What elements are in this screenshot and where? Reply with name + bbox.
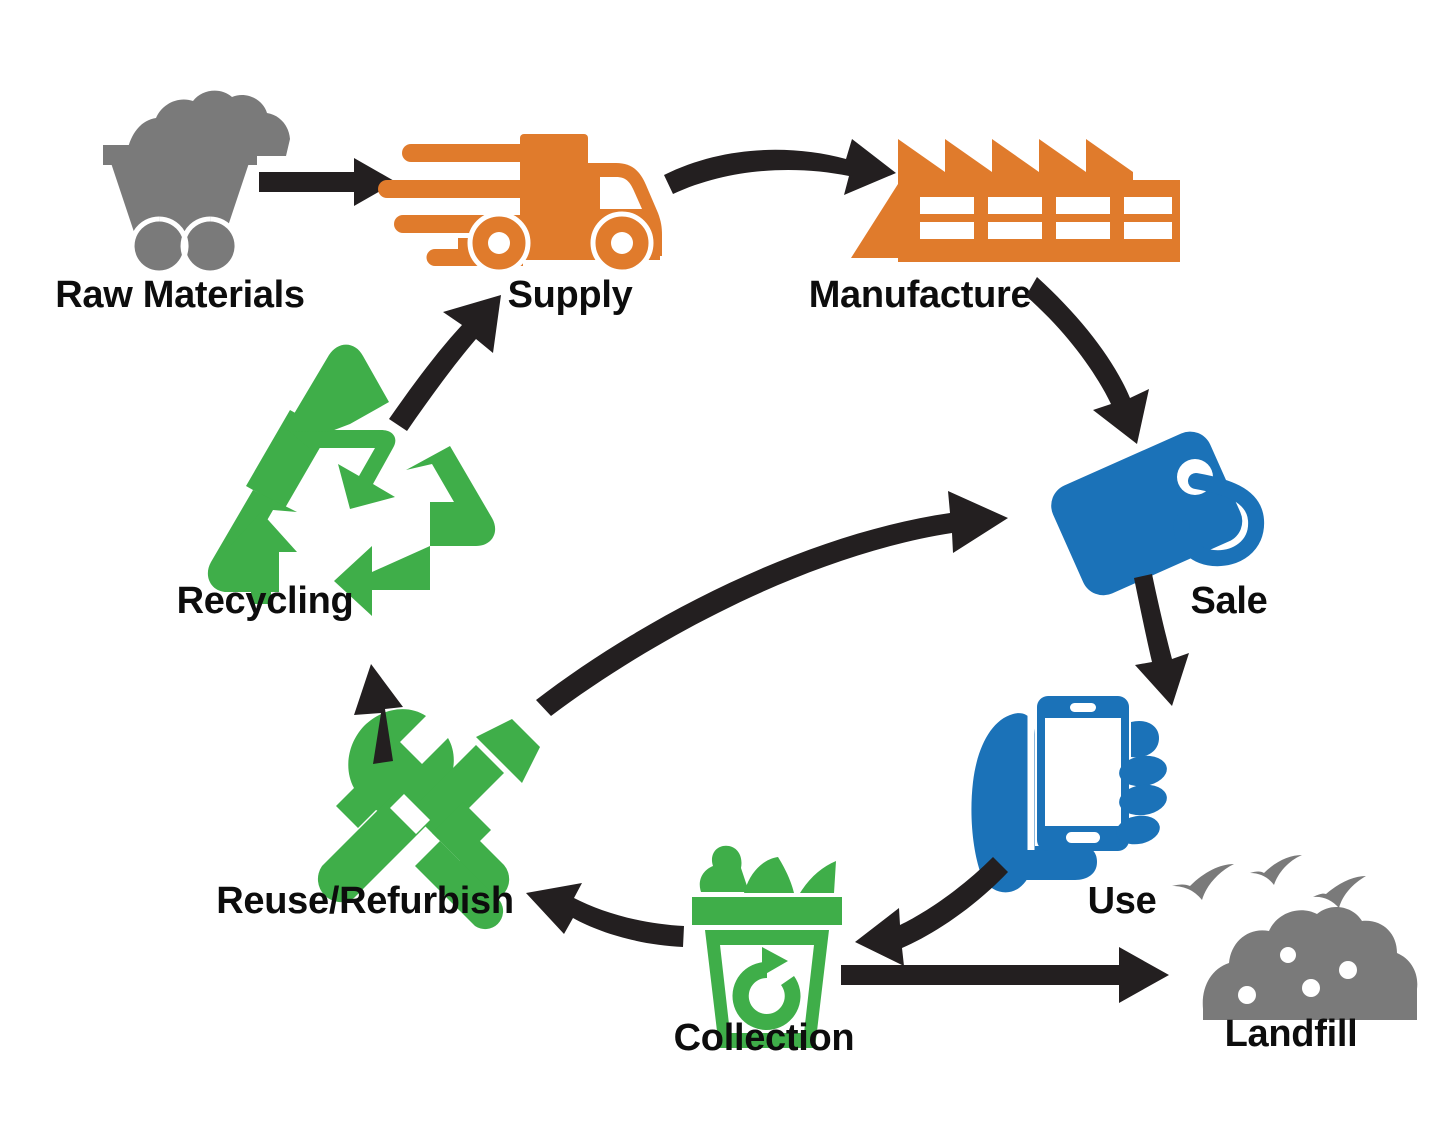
arrow-reuse-to-sale <box>536 491 1008 716</box>
node-use[interactable]: Use <box>971 696 1168 922</box>
node-landfill[interactable]: Landfill <box>1172 855 1418 1055</box>
node-label-collection: Collection <box>674 1017 855 1059</box>
price-tag-icon <box>1051 431 1265 596</box>
arrow-reuse-to-recycling <box>354 664 403 764</box>
arrow-collection-to-reuse <box>526 883 684 947</box>
delivery-truck-icon <box>378 134 662 275</box>
wrench-screwdriver-icon <box>317 709 540 930</box>
recycling-bin-icon <box>692 845 842 1048</box>
node-reuse-refurbish[interactable]: Reuse/Refurbish <box>216 709 540 930</box>
node-label-reuse-refurbish: Reuse/Refurbish <box>216 880 513 922</box>
arrow-raw-to-supply <box>259 158 396 206</box>
arrow-collection-to-landfill <box>841 947 1169 1003</box>
hand-holding-phone-icon <box>971 696 1167 893</box>
mining-cart-icon <box>103 90 290 276</box>
node-collection[interactable]: Collection <box>674 845 855 1059</box>
node-label-landfill: Landfill <box>1225 1013 1358 1055</box>
node-label-recycling: Recycling <box>177 580 354 622</box>
node-recycling[interactable]: Recycling <box>177 344 496 622</box>
arrow-use-to-collection <box>855 857 1008 966</box>
arrow-sale-to-use <box>1134 574 1189 706</box>
waste-mound-birds-icon <box>1172 855 1418 1020</box>
node-label-use: Use <box>1088 880 1157 922</box>
node-sale[interactable]: Sale <box>1044 425 1268 622</box>
recycle-mobius-icon <box>207 344 496 616</box>
node-label-manufacture: Manufacture <box>809 274 1032 316</box>
factory-icon <box>851 139 1180 262</box>
arrow-manufacture-to-sale <box>1026 277 1149 444</box>
arrow-supply-to-manufacture <box>664 139 896 195</box>
node-manufacture[interactable]: Manufacture <box>809 139 1180 316</box>
node-label-sale: Sale <box>1191 580 1268 622</box>
node-label-supply: Supply <box>508 274 633 316</box>
arrow-recycling-to-supply <box>389 295 501 431</box>
node-supply[interactable]: Supply <box>378 134 662 316</box>
node-label-raw-materials: Raw Materials <box>55 274 305 316</box>
node-raw-materials[interactable]: Raw Materials <box>55 90 305 316</box>
